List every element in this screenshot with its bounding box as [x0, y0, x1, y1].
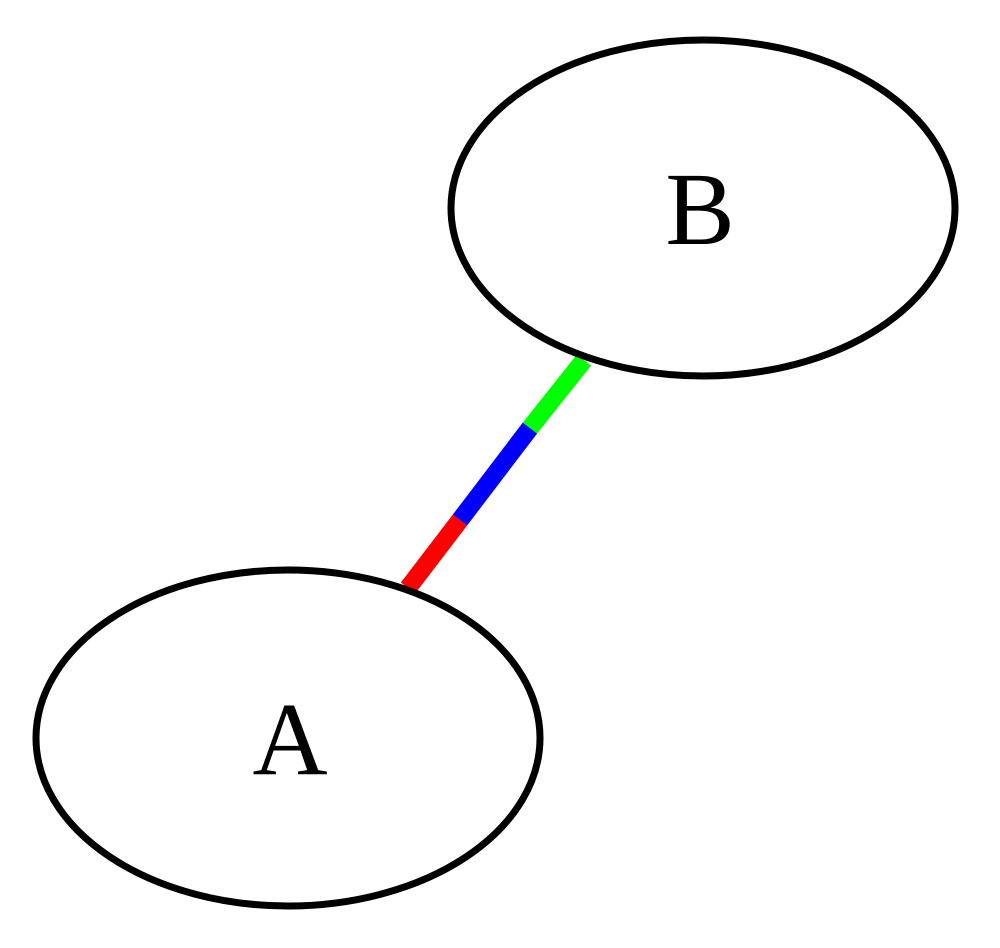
edge-segment-blue: [452, 422, 538, 526]
edge-a-b: [400, 354, 592, 594]
edge-segment-green: [522, 354, 592, 434]
node-b-label: B: [665, 152, 734, 267]
node-a[interactable]: A: [32, 566, 544, 910]
node-a-label: A: [252, 682, 327, 797]
node-b[interactable]: B: [447, 36, 959, 380]
node-a-ellipse: [32, 566, 544, 910]
node-b-ellipse: [447, 36, 959, 380]
edge-segment-red: [400, 514, 468, 594]
